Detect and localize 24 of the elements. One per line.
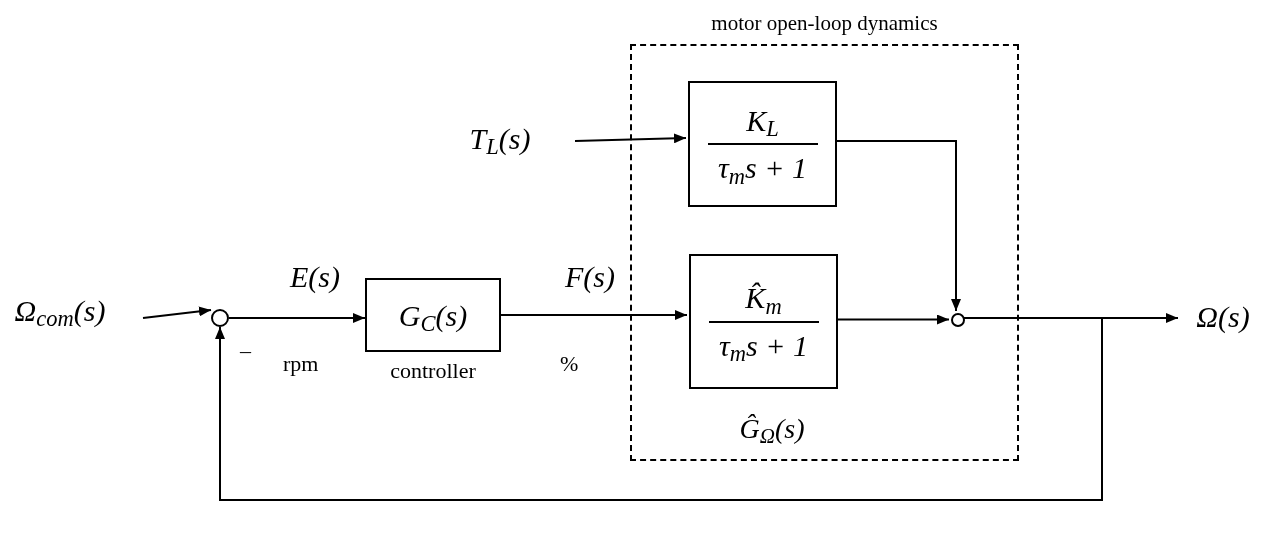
summing-junction xyxy=(951,313,965,327)
transfer-function-block xyxy=(689,254,838,389)
group-title: motor open-loop dynamics xyxy=(711,11,938,35)
signal-label: Ω(s) xyxy=(1178,296,1268,336)
signal-unit-label: % xyxy=(560,351,579,376)
block-caption: controller xyxy=(390,358,476,383)
transfer-function-label: Ĝ$_{Ω}$(s) xyxy=(739,413,805,444)
denominator: τ$_{m}$s + 1 xyxy=(717,150,808,187)
signal-label: T$_{L}$(s) xyxy=(440,118,560,158)
signal-unit-label: – xyxy=(240,338,251,363)
signal-arrow xyxy=(228,313,366,323)
signal-arrow xyxy=(574,133,687,144)
numerator: K̂$_{m}$ xyxy=(744,280,783,317)
summing-junction xyxy=(211,309,229,327)
signal-unit-label: rpm xyxy=(283,351,319,376)
signal-label: Ω$_{com}$(s) xyxy=(0,290,120,330)
signal-arrow xyxy=(215,317,1103,501)
signal-arrow xyxy=(142,306,212,319)
edge-label: F(s) xyxy=(565,260,615,293)
numerator: K$_{L}$ xyxy=(745,102,780,139)
signal-arrow xyxy=(500,310,688,320)
transfer-function-block xyxy=(688,81,837,207)
edge-label: E(s) xyxy=(290,260,340,293)
denominator: τ$_{m}$s + 1 xyxy=(718,327,809,364)
